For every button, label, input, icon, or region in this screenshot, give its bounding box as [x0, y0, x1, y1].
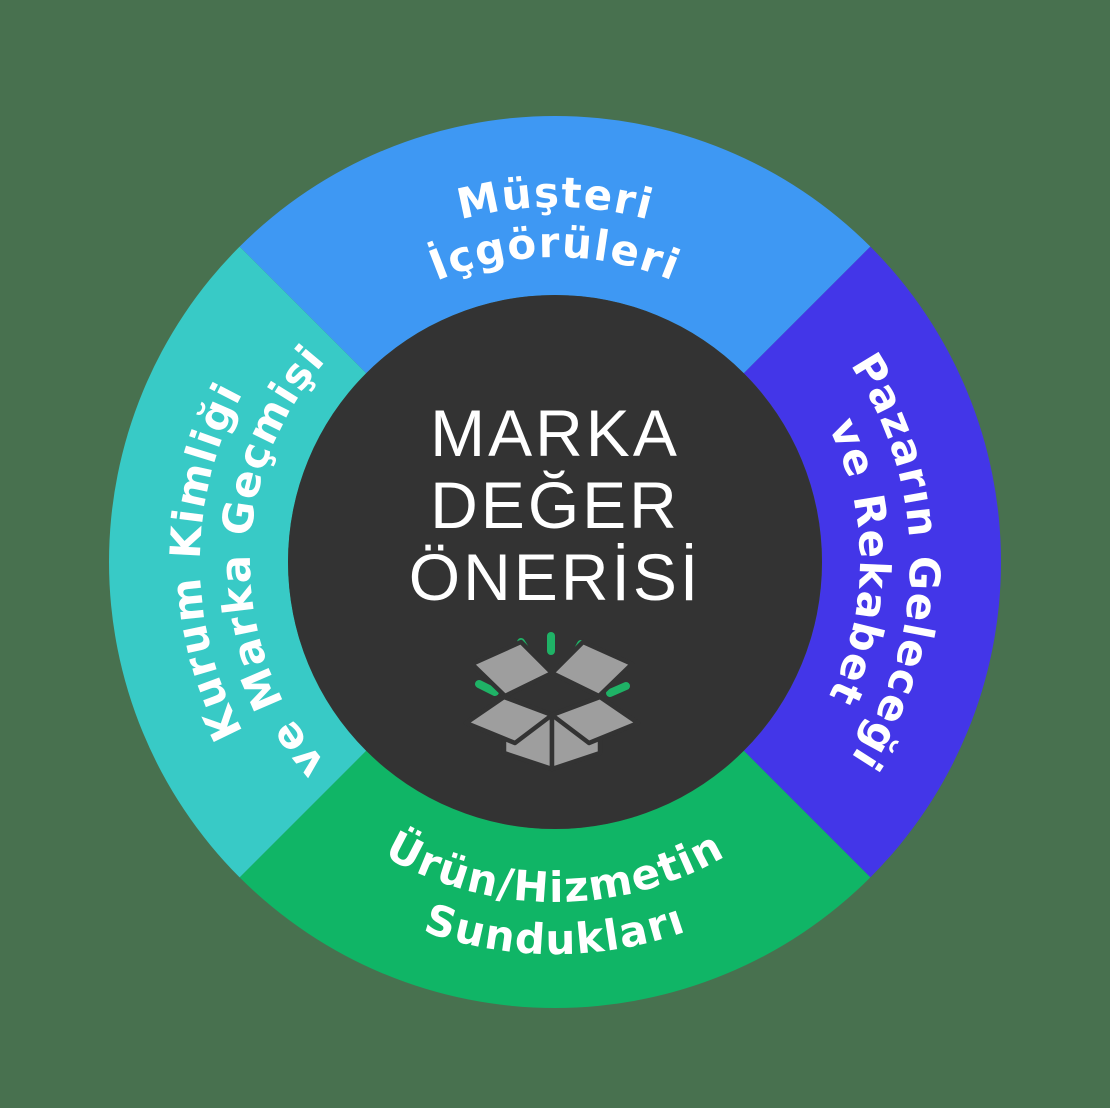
center-title-line2: DEĞER	[430, 468, 680, 542]
segment-urun-hizmetin-sunduklari	[239, 750, 871, 1009]
center-title-line3: ÖNERİSİ	[409, 540, 701, 614]
segment-musteri-icgoruleri	[239, 115, 871, 374]
open-box-icon	[463, 632, 641, 772]
segment-kurum-kimligi-ve-marka-gecmisi	[108, 246, 367, 878]
center-circle	[288, 295, 822, 829]
box-shape	[463, 639, 641, 772]
center-title-line1: MARKA	[430, 396, 680, 470]
segment-pazarin-gelecegi-ve-rekabet	[743, 246, 1002, 878]
